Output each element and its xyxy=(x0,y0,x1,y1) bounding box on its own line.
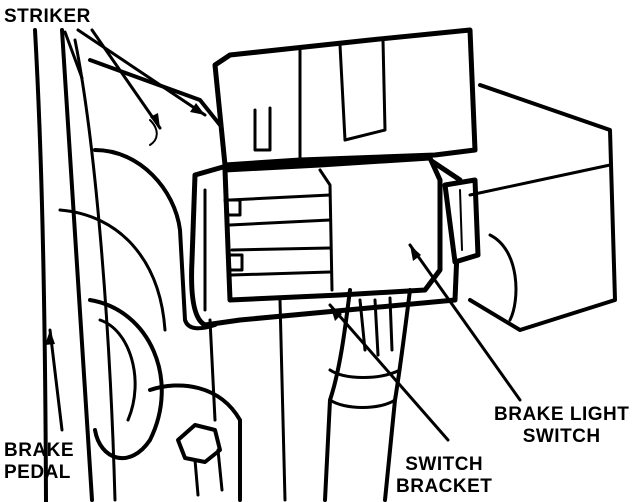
pedal-boss xyxy=(58,208,167,461)
brake-pedal-label: BRAKE PEDAL xyxy=(4,440,74,484)
striker-leader-3 xyxy=(63,30,84,80)
arrowhead-striker-2 xyxy=(150,113,160,128)
arrowhead-brake-pedal xyxy=(45,330,55,345)
brake-pedal-leader xyxy=(48,328,64,432)
leader-lines xyxy=(48,28,522,442)
arrowhead-switch-bracket xyxy=(330,305,342,321)
switch-bracket-label-line-2: BRACKET xyxy=(396,476,493,497)
striker-label: STRIKER xyxy=(4,6,91,28)
arrowheads xyxy=(45,103,421,345)
dash-panel xyxy=(468,83,617,332)
striker-leader-2 xyxy=(90,28,162,130)
brake-light-switch-leader xyxy=(408,243,522,402)
brake-light-switch xyxy=(212,27,481,303)
striker-plate xyxy=(88,58,222,331)
arrowhead-brake-light-switch xyxy=(410,245,421,261)
mounting-stud xyxy=(176,423,224,497)
brake-light-switch-label: BRAKE LIGHT SWITCH xyxy=(494,404,629,448)
brake-pedal-label-line-1: BRAKE xyxy=(4,440,75,461)
brake-pedal-arm xyxy=(33,28,117,502)
striker-label-text: STRIKER xyxy=(4,6,91,27)
brake-light-switch-label-line-1: BRAKE LIGHT xyxy=(494,404,630,425)
arrowhead-striker-1 xyxy=(190,103,205,115)
wire-harness xyxy=(323,288,412,502)
switch-bracket-label-line-1: SWITCH xyxy=(405,454,484,475)
switch-bracket-label: SWITCH BRACKET xyxy=(396,454,492,498)
brake-light-switch-label-line-2: SWITCH xyxy=(522,426,601,447)
switch-bracket-leader xyxy=(328,303,450,442)
brake-pedal-label-line-2: PEDAL xyxy=(4,462,71,483)
lower-support xyxy=(148,298,287,502)
striker-leader-1 xyxy=(76,28,207,117)
